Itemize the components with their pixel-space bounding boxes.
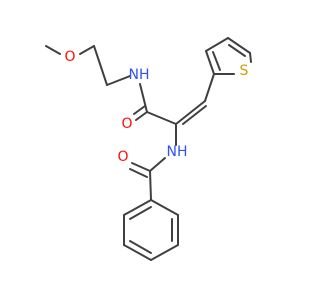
bond-ph-6-1 — [123, 199, 152, 216]
bond-benzoyl-c-ring — [149, 170, 152, 201]
bond-ch2-n — [106, 75, 131, 86]
bond-ph-4-5 — [123, 244, 152, 261]
atom-thiophene-sulfur: S — [240, 63, 249, 79]
bond-carbonyl-calpha — [146, 111, 177, 125]
bond-carbonyl-o-b — [133, 105, 146, 115]
bond-th-c4-c5 — [227, 37, 251, 54]
atom-benzoyl-oxygen: O — [117, 149, 128, 165]
bond-ch2-ch2 — [93, 45, 108, 86]
atom-enamide-nitrogen: NH — [167, 144, 188, 160]
bond-calpha-cbeta-inner — [182, 105, 207, 125]
bond-th-c2-c3 — [205, 50, 215, 75]
bond-calpha-cbeta — [175, 100, 206, 125]
atom-methoxy-oxygen: O — [64, 49, 75, 65]
bond-th-c3-c4 — [205, 37, 229, 52]
bond-n-benzoyl-c — [149, 157, 166, 172]
bond-n-carbonyl — [139, 83, 148, 113]
bond-methyl-o — [45, 45, 61, 55]
bond-carbonyl-o-a — [135, 111, 148, 121]
bond-th-c4-c5-inner — [228, 44, 246, 57]
structure-canvas: O NH O NH O S — [45, 37, 252, 261]
bond-ph-3-4 — [150, 244, 179, 261]
bond-benzoyl-c-o-a — [131, 162, 151, 172]
bond-ph-6-1-inner — [129, 206, 152, 220]
bond-ph-1-2 — [150, 199, 179, 216]
bond-cbeta-thiophene — [204, 73, 215, 102]
atom-amide-nitrogen: NH — [129, 67, 150, 83]
bond-th-c2-c3-inner — [212, 51, 221, 71]
atom-amide-oxygen: O — [121, 116, 132, 132]
molecule-drawing: O NH O NH O S — [45, 37, 252, 261]
bond-benzoyl-c-o-b — [129, 168, 148, 178]
bond-ph-4-5-inner — [129, 240, 152, 254]
bond-o-ch2 — [79, 45, 95, 55]
bond-th-c5-s — [249, 52, 252, 63]
